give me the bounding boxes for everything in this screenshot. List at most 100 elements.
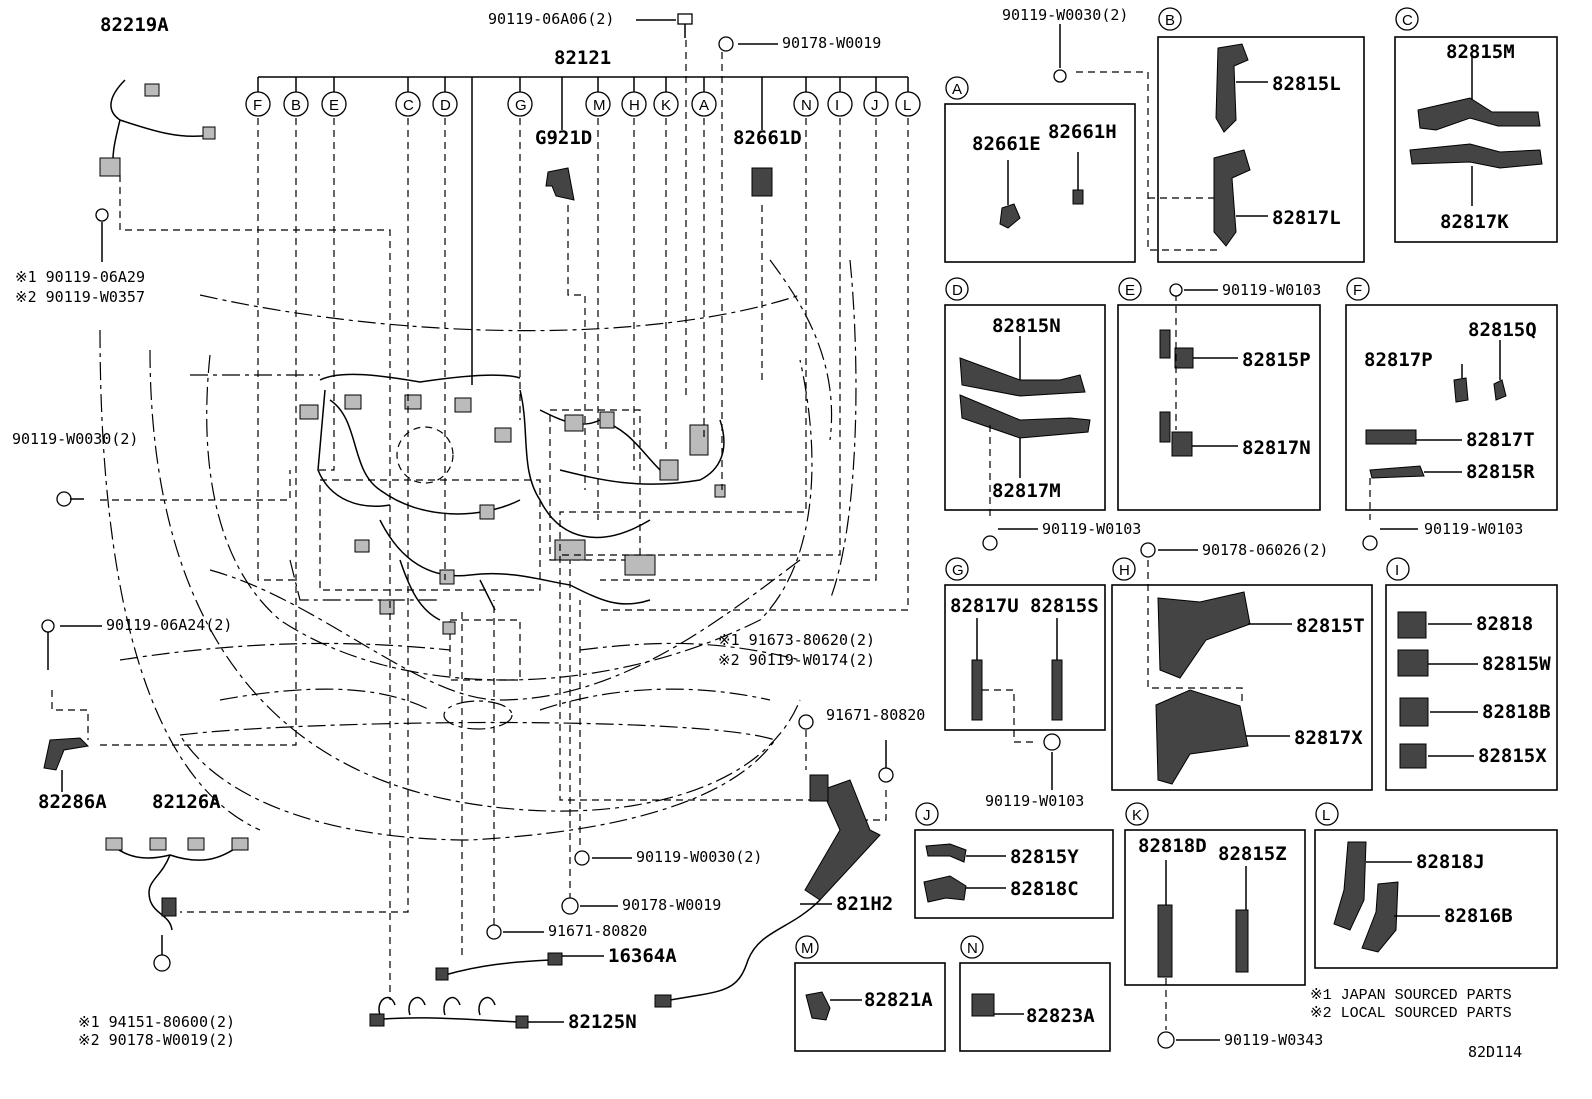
circle-letter-g: G (515, 97, 527, 114)
part-16364A: 16364A (608, 945, 677, 967)
part-82818B: 82818B (1482, 701, 1551, 723)
box-N (959, 962, 1111, 1052)
part-82815Y: 82815Y (1010, 846, 1079, 868)
circle-marker-b (283, 91, 309, 117)
box-B (1157, 36, 1365, 263)
main-wire-harness (299, 373, 726, 635)
harness-callout-lines (95, 40, 909, 1000)
svg-text:H: H (1119, 562, 1130, 579)
box-F (1345, 304, 1558, 511)
part-82817P: 82817P (1364, 349, 1433, 371)
box-M (794, 962, 946, 1052)
part-90178-W0019-2: ※2 90178-W0019(2) (78, 1031, 235, 1049)
circle-letter-c: C (403, 97, 414, 114)
box-H (1111, 584, 1373, 791)
circle-marker-i (827, 91, 853, 117)
circle-letter-m: M (593, 97, 606, 114)
box-G (944, 584, 1106, 731)
circle-marker-e (321, 91, 347, 117)
main-part-drawings (41, 13, 894, 1029)
circle-letter-a: A (699, 97, 709, 114)
part-90119-W0174: ※2 90119-W0174(2) (718, 651, 875, 669)
part-82126A: 82126A (152, 791, 221, 813)
box-L (1314, 829, 1558, 969)
circle-letter-f: F (253, 97, 262, 114)
svg-text:G: G (952, 562, 964, 579)
circle-marker-h (621, 91, 647, 117)
svg-text:B: B (1165, 12, 1175, 29)
circle-letter-n: N (801, 97, 812, 114)
part-82815W: 82815W (1482, 653, 1551, 675)
box-D (944, 304, 1106, 511)
circle-marker-m (585, 91, 611, 117)
detail-boxes (794, 36, 1558, 1052)
circle-marker-g (507, 91, 533, 117)
engine-bay-outline (99, 259, 857, 841)
part-82818: 82818 (1476, 613, 1533, 635)
box-letter-circles: A B C D E F G H I J K L M N (795, 7, 1419, 959)
box-A (944, 103, 1136, 263)
circle-letter-j: J (871, 97, 879, 114)
part-82815N: 82815N (992, 315, 1061, 337)
part-90178-W0019-bottom: 90178-W0019 (622, 896, 721, 914)
part-90178-06026: 90178-06026(2) (1202, 541, 1328, 559)
circle-letter-e: E (329, 97, 339, 114)
part-82286A: 82286A (38, 791, 107, 813)
circle-marker-j (863, 91, 889, 117)
part-82125N: 82125N (568, 1011, 637, 1033)
part-94151-80600: ※1 94151-80600(2) (78, 1013, 235, 1031)
part-90119-W0103-e: 90119-W0103 (1222, 281, 1321, 299)
circle-letter-k: K (661, 97, 671, 114)
part-90119-W0103-g: 90119-W0103 (985, 792, 1084, 810)
svg-text:C: C (1402, 12, 1413, 29)
part-82661H: 82661H (1048, 121, 1117, 143)
svg-text:F: F (1353, 282, 1362, 299)
svg-text:E: E (1125, 282, 1135, 299)
part-82661E: 82661E (972, 133, 1041, 155)
part-82818D: 82818D (1138, 835, 1207, 857)
box-part-drawings: 90119-W0030(2) (805, 6, 1543, 1049)
part-82815Q: 82815Q (1468, 319, 1537, 341)
svg-text:D: D (952, 282, 963, 299)
box-K (1124, 829, 1306, 986)
part-91671-80820-bottom: 91671-80820 (548, 922, 647, 940)
part-82815X: 82815X (1478, 745, 1547, 767)
part-821H2: 821H2 (836, 893, 893, 915)
svg-text:L: L (1322, 807, 1330, 824)
diagram-id: 82D114 (1468, 1043, 1522, 1061)
part-82816B: 82816B (1444, 905, 1513, 927)
box-I (1385, 584, 1558, 791)
part-82817T: 82817T (1466, 429, 1535, 451)
part-90119-W0030-top: 90119-W0030(2) (1002, 6, 1128, 24)
circle-marker-k (653, 91, 679, 117)
box-C (1394, 36, 1558, 243)
part-82815P: 82815P (1242, 349, 1311, 371)
circle-marker-f (245, 91, 271, 117)
circle-letter-h: H (629, 97, 640, 114)
part-82817M: 82817M (992, 480, 1061, 502)
part-82817U: 82817U (950, 595, 1019, 617)
part-82817X: 82817X (1294, 727, 1363, 749)
part-82818C: 82818C (1010, 878, 1079, 900)
part-82661D: 82661D (733, 127, 802, 149)
svg-text:J: J (923, 807, 931, 824)
part-82815L: 82815L (1272, 73, 1341, 95)
part-90178-W0019-top: 90178-W0019 (782, 34, 881, 52)
svg-text:N: N (967, 940, 978, 957)
part-90119-W0343: 90119-W0343 (1224, 1031, 1323, 1049)
part-90119-06A06: 90119-06A06(2) (488, 10, 614, 28)
part-82815S: 82815S (1030, 595, 1099, 617)
part-G921D: G921D (535, 127, 592, 149)
circle-letter-i: I (835, 97, 839, 114)
part-82815M: 82815M (1446, 41, 1515, 63)
note-japan-sourced: ※1 JAPAN SOURCED PARTS (1310, 987, 1512, 1004)
circle-marker-a (691, 91, 717, 117)
circle-marker-n (793, 91, 819, 117)
circle-letter-b: B (291, 97, 301, 114)
part-91671-80820-right: 91671-80820 (826, 706, 925, 724)
circle-letter-l: L (903, 97, 911, 114)
part-82823A: 82823A (1026, 1005, 1095, 1027)
svg-text:A: A (952, 81, 962, 98)
